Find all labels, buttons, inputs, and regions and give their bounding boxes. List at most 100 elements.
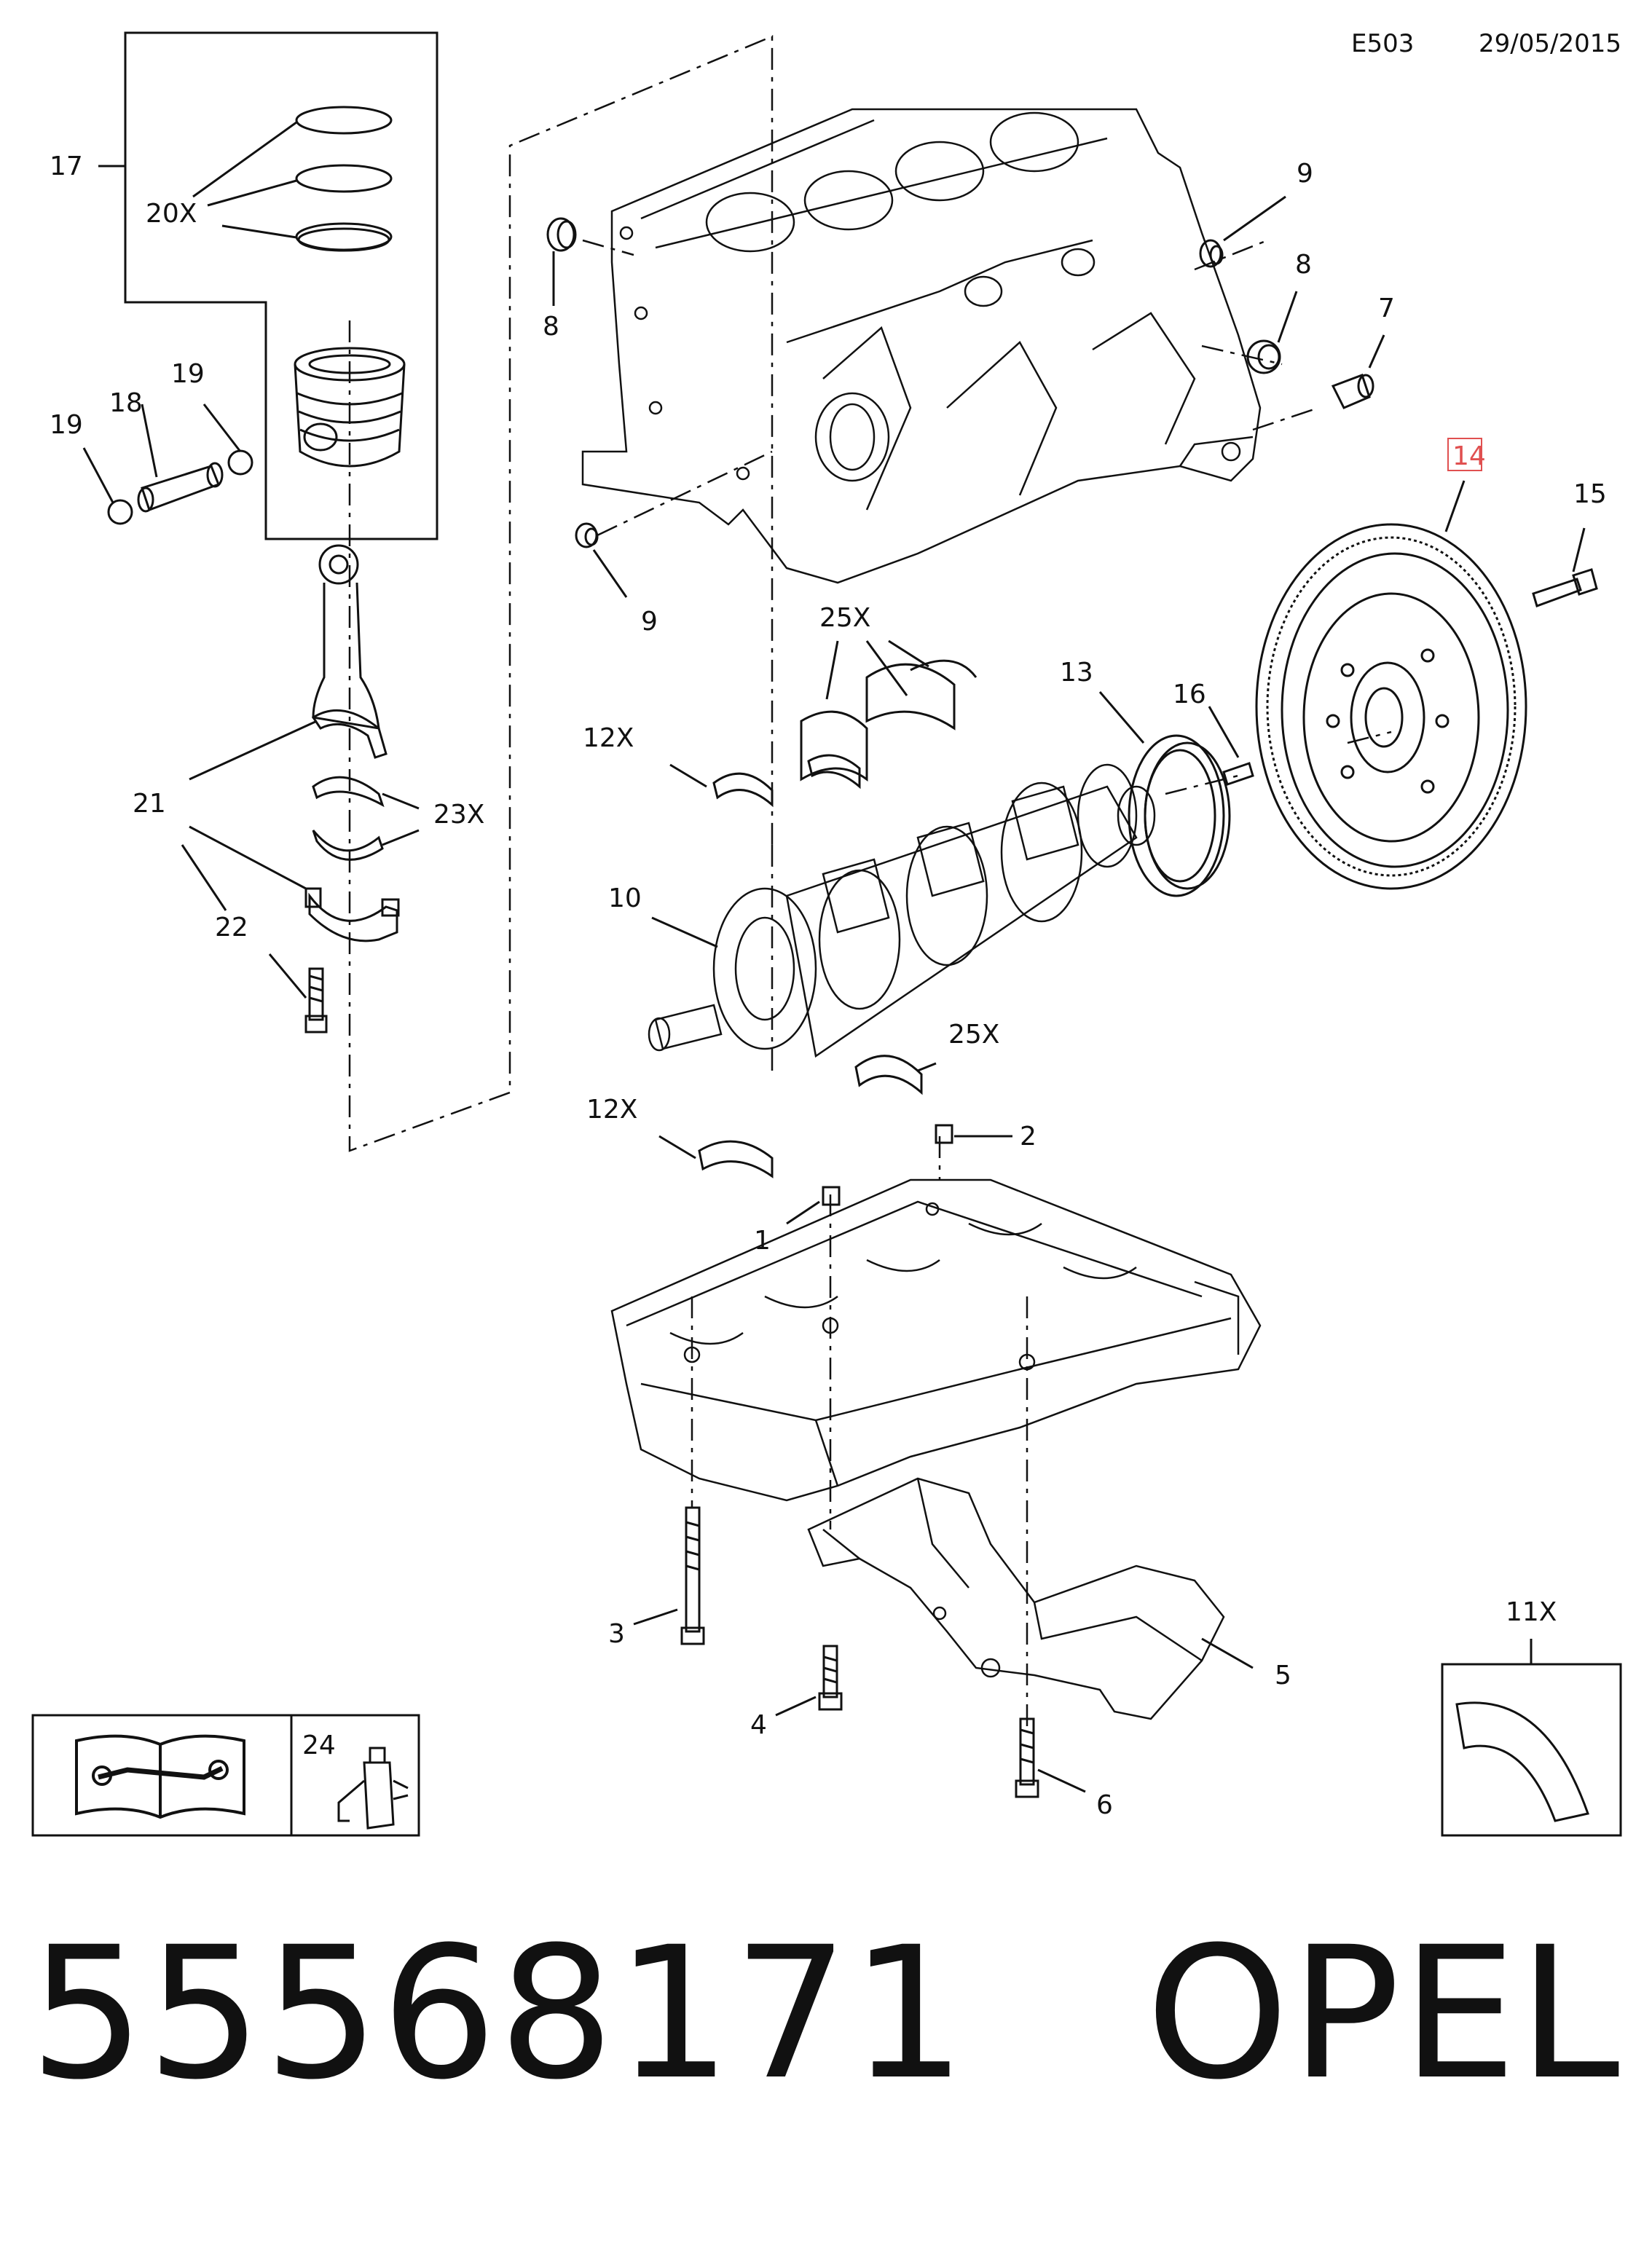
leader-1	[786, 1200, 820, 1225]
workshop-manual-icon	[75, 1734, 245, 1819]
callout-9-top: 9	[1297, 159, 1313, 189]
piston-rings-icon	[295, 106, 393, 252]
brand-name: OPEL	[1145, 1908, 1621, 2119]
callout-20: 20X	[146, 199, 197, 229]
leader-22	[268, 953, 307, 999]
leader-20-a	[192, 121, 297, 198]
leader-14	[1444, 480, 1466, 532]
leader-21-c	[181, 844, 227, 911]
leader-8-b	[1277, 291, 1298, 343]
diagram-code: E503	[1351, 29, 1415, 58]
rod-bolt-icon	[304, 967, 328, 1034]
block-plug-icon	[1199, 239, 1224, 268]
leader-12-a	[669, 763, 707, 788]
leader-21-b	[189, 825, 307, 890]
leader-9-b	[1223, 195, 1286, 242]
callout-12-upper: 12X	[583, 723, 634, 753]
leader-23-b	[382, 829, 420, 846]
callout-8-left: 8	[543, 312, 559, 342]
callout-25-upper: 25X	[819, 603, 870, 633]
leader-21-a	[189, 720, 318, 781]
dowel-sleeve-icon	[1331, 374, 1374, 409]
callout-3: 3	[608, 1619, 625, 1649]
part-number-banner: 55568171 OPEL	[29, 1923, 1621, 2105]
main-bearing-shell-icon	[712, 754, 861, 808]
callout-2: 2	[1020, 1122, 1037, 1151]
callout-7: 7	[1378, 294, 1395, 323]
leader-25-d	[917, 1062, 937, 1072]
part-number: 55568171	[29, 1908, 968, 2119]
flywheel-bolt-icon	[1532, 568, 1598, 607]
leader-23-a	[382, 792, 420, 810]
leader-10	[651, 916, 718, 948]
oil-baffle-icon	[807, 1477, 1225, 1720]
connecting-rod-icon	[311, 544, 388, 759]
callout-8-right: 8	[1295, 250, 1312, 280]
piston-group-frame	[124, 31, 438, 540]
leader-25-c	[888, 639, 929, 668]
leader-7	[1368, 334, 1385, 369]
cylinder-block-icon	[581, 108, 1262, 584]
callout-19-right: 19	[171, 359, 205, 389]
block-plug-icon	[1246, 339, 1281, 374]
callout-24: 24	[302, 1731, 336, 1760]
rod-bearing-shell-icon	[312, 776, 385, 861]
callout-17: 17	[50, 151, 83, 181]
leader-6	[1037, 1768, 1086, 1793]
bedplate-bolt-long-icon	[680, 1506, 705, 1645]
callout-9-bottom: 9	[641, 607, 658, 637]
bedplate-icon	[610, 1178, 1262, 1502]
rod-cap-icon	[304, 887, 400, 942]
pilot-bushing-icon	[1222, 762, 1254, 786]
sealant-tube-icon	[337, 1747, 409, 1830]
leader-20-b	[207, 179, 297, 207]
callout-18: 18	[109, 388, 143, 418]
callout-15: 15	[1573, 479, 1607, 509]
assembly-centerlines	[348, 35, 1392, 1733]
thrust-washer-box	[1441, 1639, 1622, 1837]
main-bearing-shell-icon	[698, 1055, 923, 1178]
oil-pump-bolt-icon	[1015, 1717, 1039, 1798]
flywheel-icon	[1255, 523, 1527, 890]
callout-13: 13	[1060, 658, 1093, 688]
callout-10: 10	[608, 883, 642, 913]
callout-4: 4	[750, 1710, 767, 1740]
leader-12-b	[658, 1135, 696, 1160]
piston-pin-clip-icon	[107, 499, 133, 525]
thrust-bearing-shell-icon	[800, 659, 978, 782]
callout-23: 23X	[433, 800, 484, 830]
leader-19-b	[82, 447, 114, 503]
diagram-date: 29/05/2015	[1479, 29, 1621, 58]
leader-25-b	[865, 640, 908, 696]
piston-icon	[294, 347, 406, 468]
block-plug-icon	[546, 217, 577, 252]
callout-14: 14	[1452, 441, 1486, 471]
leader-5	[1201, 1637, 1254, 1669]
callout-5: 5	[1275, 1661, 1291, 1690]
leader-20-c	[221, 224, 297, 239]
leader-15	[1572, 527, 1586, 572]
leader-4	[775, 1696, 817, 1717]
callout-12-lower: 12X	[586, 1095, 637, 1125]
leader-9-a	[592, 549, 628, 598]
dowel-pin-icon	[822, 1124, 953, 1206]
leader-25-a	[825, 640, 839, 700]
rear-main-seal-icon	[1128, 734, 1231, 897]
leader-3	[633, 1608, 678, 1626]
callout-1: 1	[754, 1226, 771, 1256]
piston-pin-clip-icon	[227, 449, 253, 476]
callout-16: 16	[1173, 680, 1206, 709]
callout-22: 22	[215, 913, 248, 942]
crankshaft-icon	[648, 763, 1156, 1058]
highlight-box-14	[1447, 438, 1482, 471]
callout-19-left: 19	[50, 410, 83, 440]
leader-18	[141, 403, 158, 478]
leader-16	[1208, 706, 1240, 758]
manual-box	[31, 1714, 420, 1837]
callout-11: 11X	[1506, 1597, 1557, 1627]
block-plug-icon	[575, 522, 599, 548]
leader-19-a	[202, 403, 242, 452]
callout-25-lower: 25X	[948, 1020, 999, 1050]
